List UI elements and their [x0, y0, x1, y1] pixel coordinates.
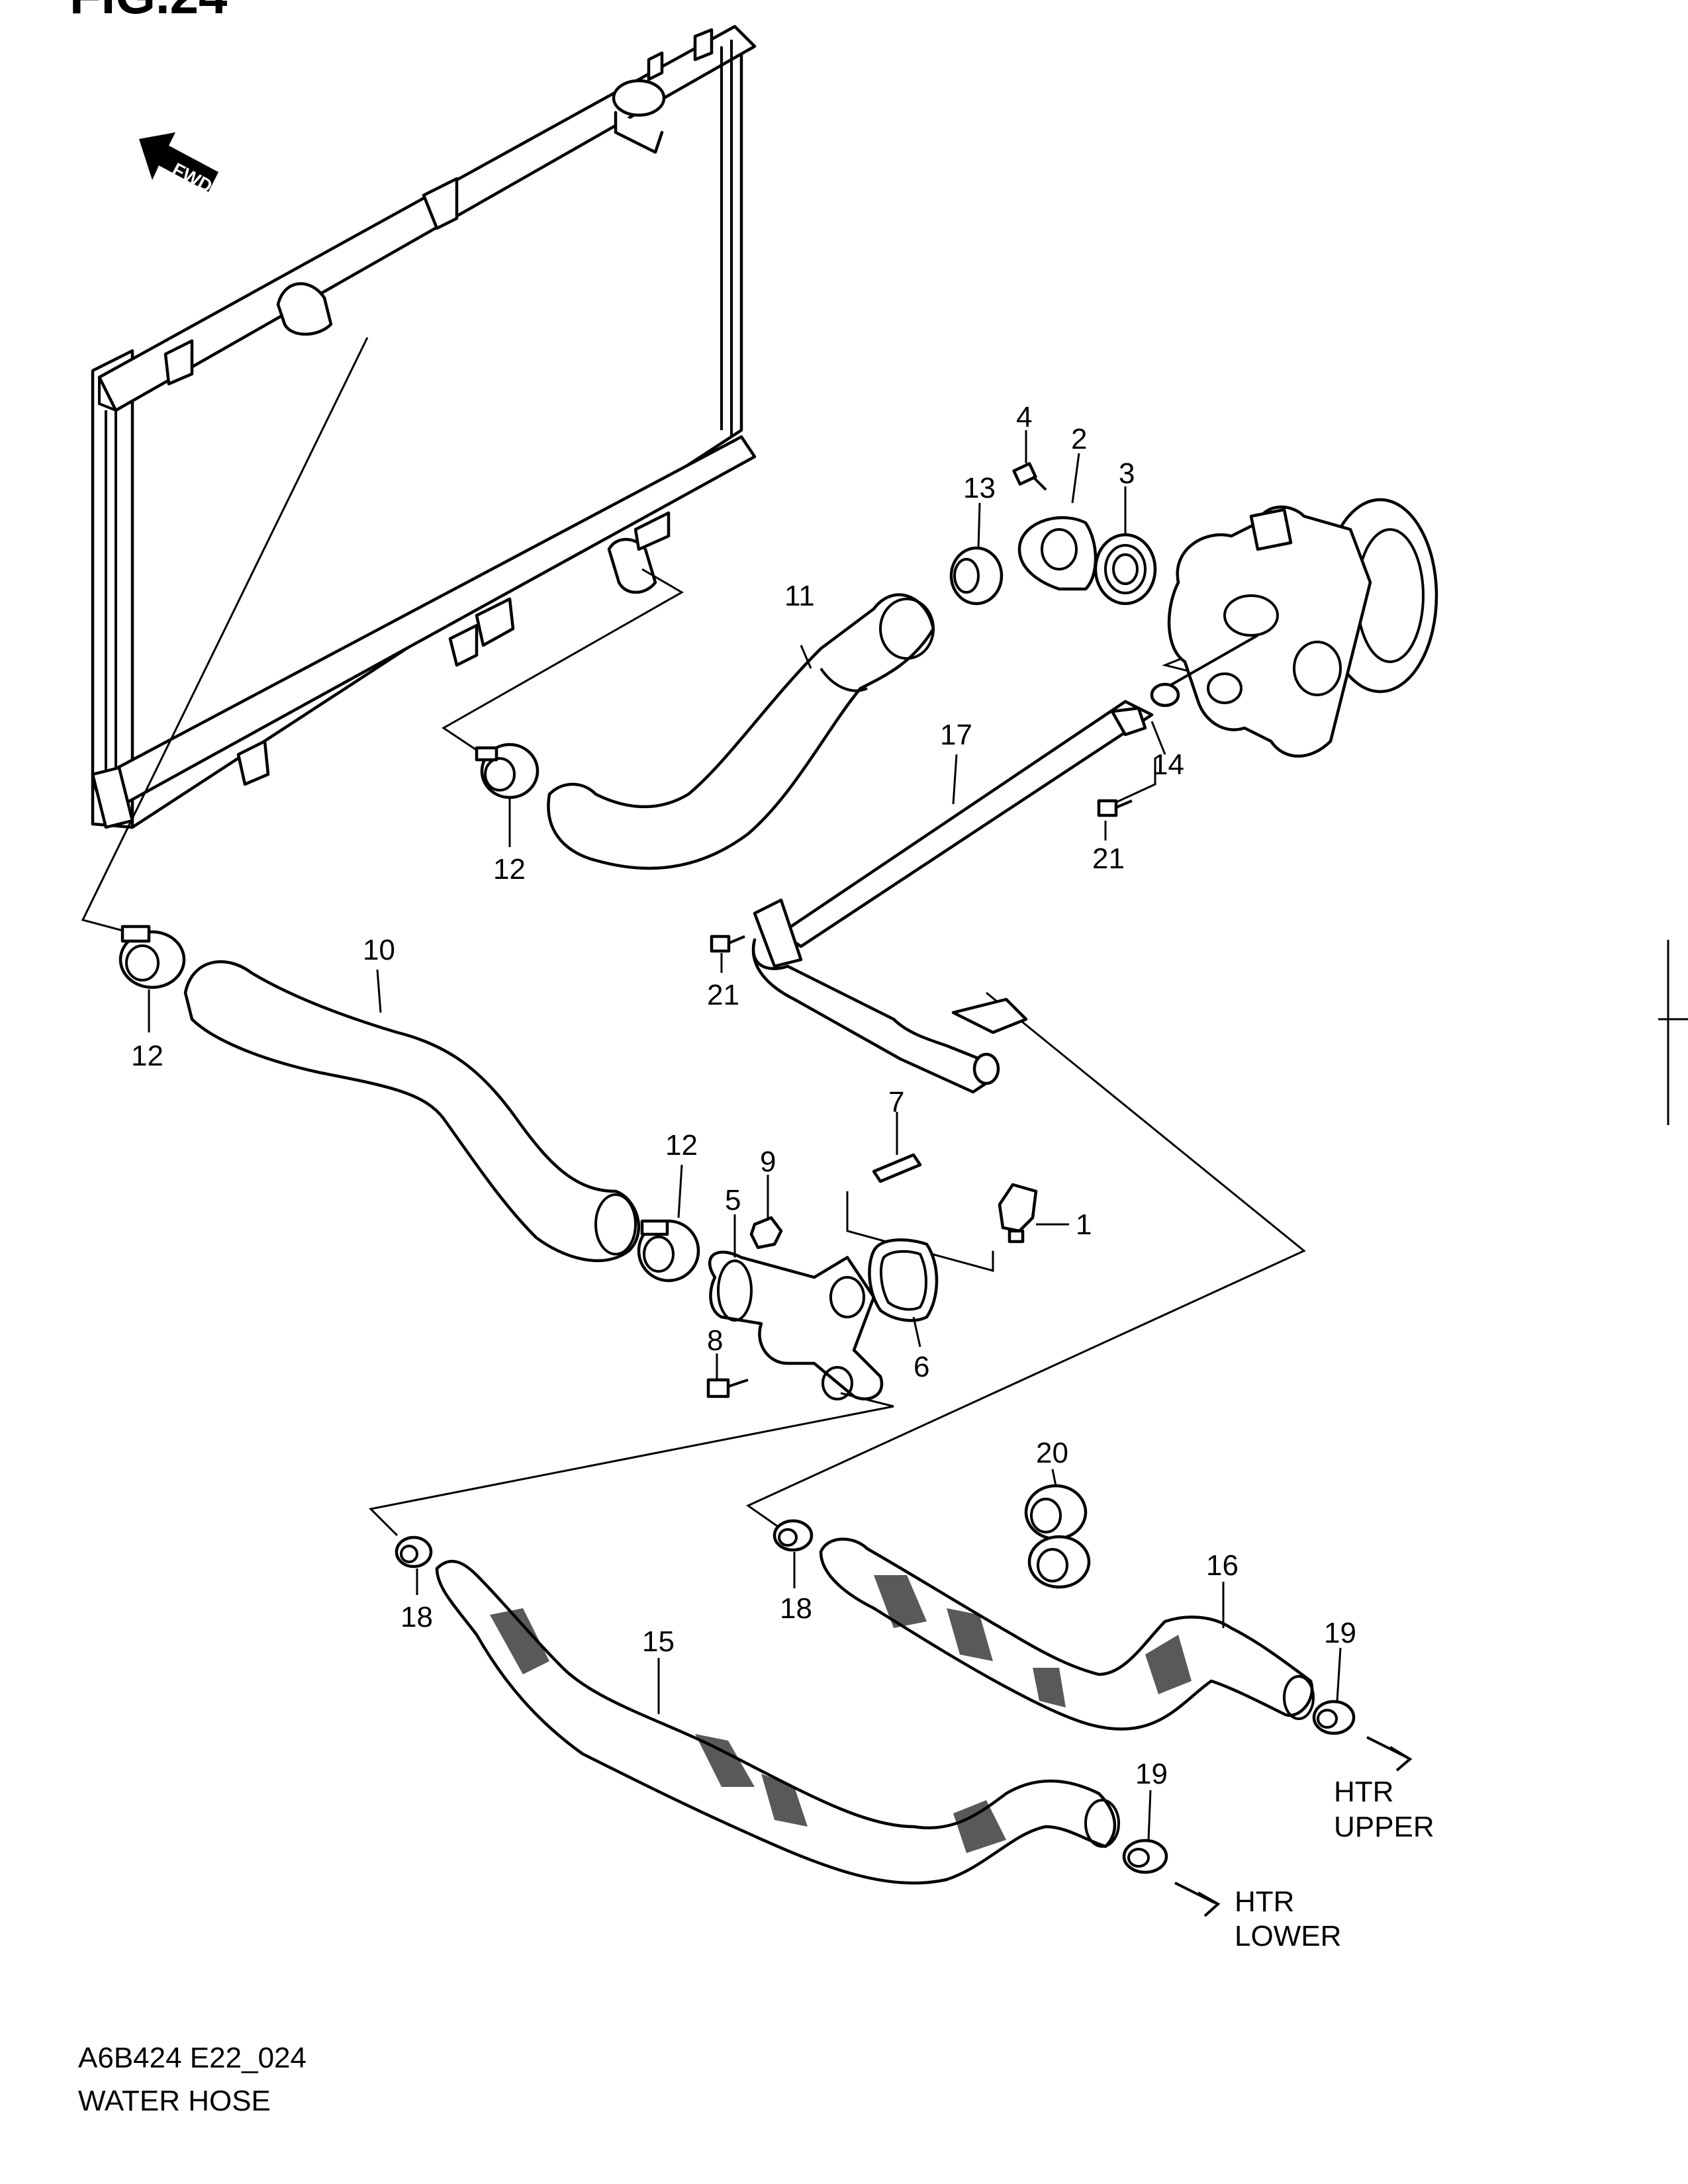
clamp-13: [949, 546, 1004, 606]
arrow-htr-lower-icon: [1174, 1882, 1221, 1917]
callout-21-a: 21: [1092, 842, 1125, 875]
arrow-htr-upper-icon: [1366, 1736, 1413, 1772]
diagram-code: A6B424 E22_024: [78, 2042, 306, 2074]
callout-20: 20: [1036, 1437, 1068, 1469]
clamp-19-a: [1312, 1700, 1356, 1735]
fwd-arrow-icon: FWD: [139, 132, 218, 197]
sensor-1: [998, 1183, 1038, 1244]
housing-5: [708, 1250, 884, 1400]
htr-lower-line1: HTR: [1235, 1886, 1294, 1918]
callout-9: 9: [760, 1146, 776, 1178]
hose-10: [183, 960, 641, 1262]
clamp-18-b: [773, 1519, 814, 1552]
clamp-12-b: [118, 925, 186, 989]
callout-18-a: 18: [400, 1601, 433, 1633]
callout-2: 2: [1071, 423, 1087, 455]
callout-5: 5: [725, 1184, 741, 1216]
callout-1: 1: [1076, 1208, 1092, 1241]
clamp-12-a: [475, 743, 539, 799]
htr-upper-line1: HTR: [1334, 1776, 1393, 1808]
callout-3: 3: [1119, 457, 1135, 490]
callout-13: 13: [963, 472, 996, 504]
callout-21-b: 21: [707, 979, 739, 1011]
callout-17: 17: [940, 719, 972, 751]
bolt-21-a: [1097, 799, 1133, 817]
callout-leaders: [148, 430, 1342, 1841]
clamp-20: [1024, 1484, 1091, 1589]
callout-16: 16: [1206, 1549, 1239, 1582]
callout-15: 15: [642, 1625, 675, 1658]
htr-lower-line2: LOWER: [1235, 1920, 1341, 1952]
water-pump: [1164, 498, 1438, 758]
stud-7: [872, 1153, 922, 1183]
radiator: [91, 24, 757, 829]
hose-16: [819, 1537, 1315, 1731]
callout-11: 11: [784, 580, 815, 612]
bolt-4: [1012, 462, 1047, 491]
callout-12-b: 12: [131, 1040, 164, 1072]
callout-7: 7: [888, 1086, 904, 1118]
htr-upper-line2: UPPER: [1334, 1811, 1434, 1843]
callout-18-b: 18: [780, 1592, 812, 1625]
callout-4: 4: [1016, 401, 1032, 433]
callout-8: 8: [707, 1324, 723, 1357]
thermostat-cap: [1017, 516, 1098, 591]
pipe-17: [751, 700, 1154, 1094]
bolt-21-b: [710, 934, 745, 953]
nut-9: [749, 1216, 783, 1250]
clamp-19-b: [1122, 1839, 1168, 1874]
hose-15: [435, 1560, 1120, 1885]
callout-14: 14: [1152, 749, 1184, 781]
diagram-name: WATER HOSE: [78, 2085, 271, 2117]
callout-12-c: 12: [665, 1129, 698, 1161]
hose-11: [547, 593, 935, 870]
callout-10: 10: [363, 934, 395, 966]
thermostat: [1094, 533, 1157, 606]
callout-12-a: 12: [493, 853, 526, 886]
gasket-6: [868, 1238, 939, 1322]
callout-6: 6: [914, 1351, 929, 1383]
clamp-18-a: [395, 1535, 433, 1569]
callout-19-b: 19: [1135, 1758, 1168, 1790]
callout-19-a: 19: [1324, 1617, 1356, 1649]
bolt-8: [706, 1378, 749, 1398]
clamp-12-c: [637, 1219, 700, 1283]
figure-title: FIG.24: [70, 0, 227, 24]
gasket-14: [1150, 682, 1180, 707]
